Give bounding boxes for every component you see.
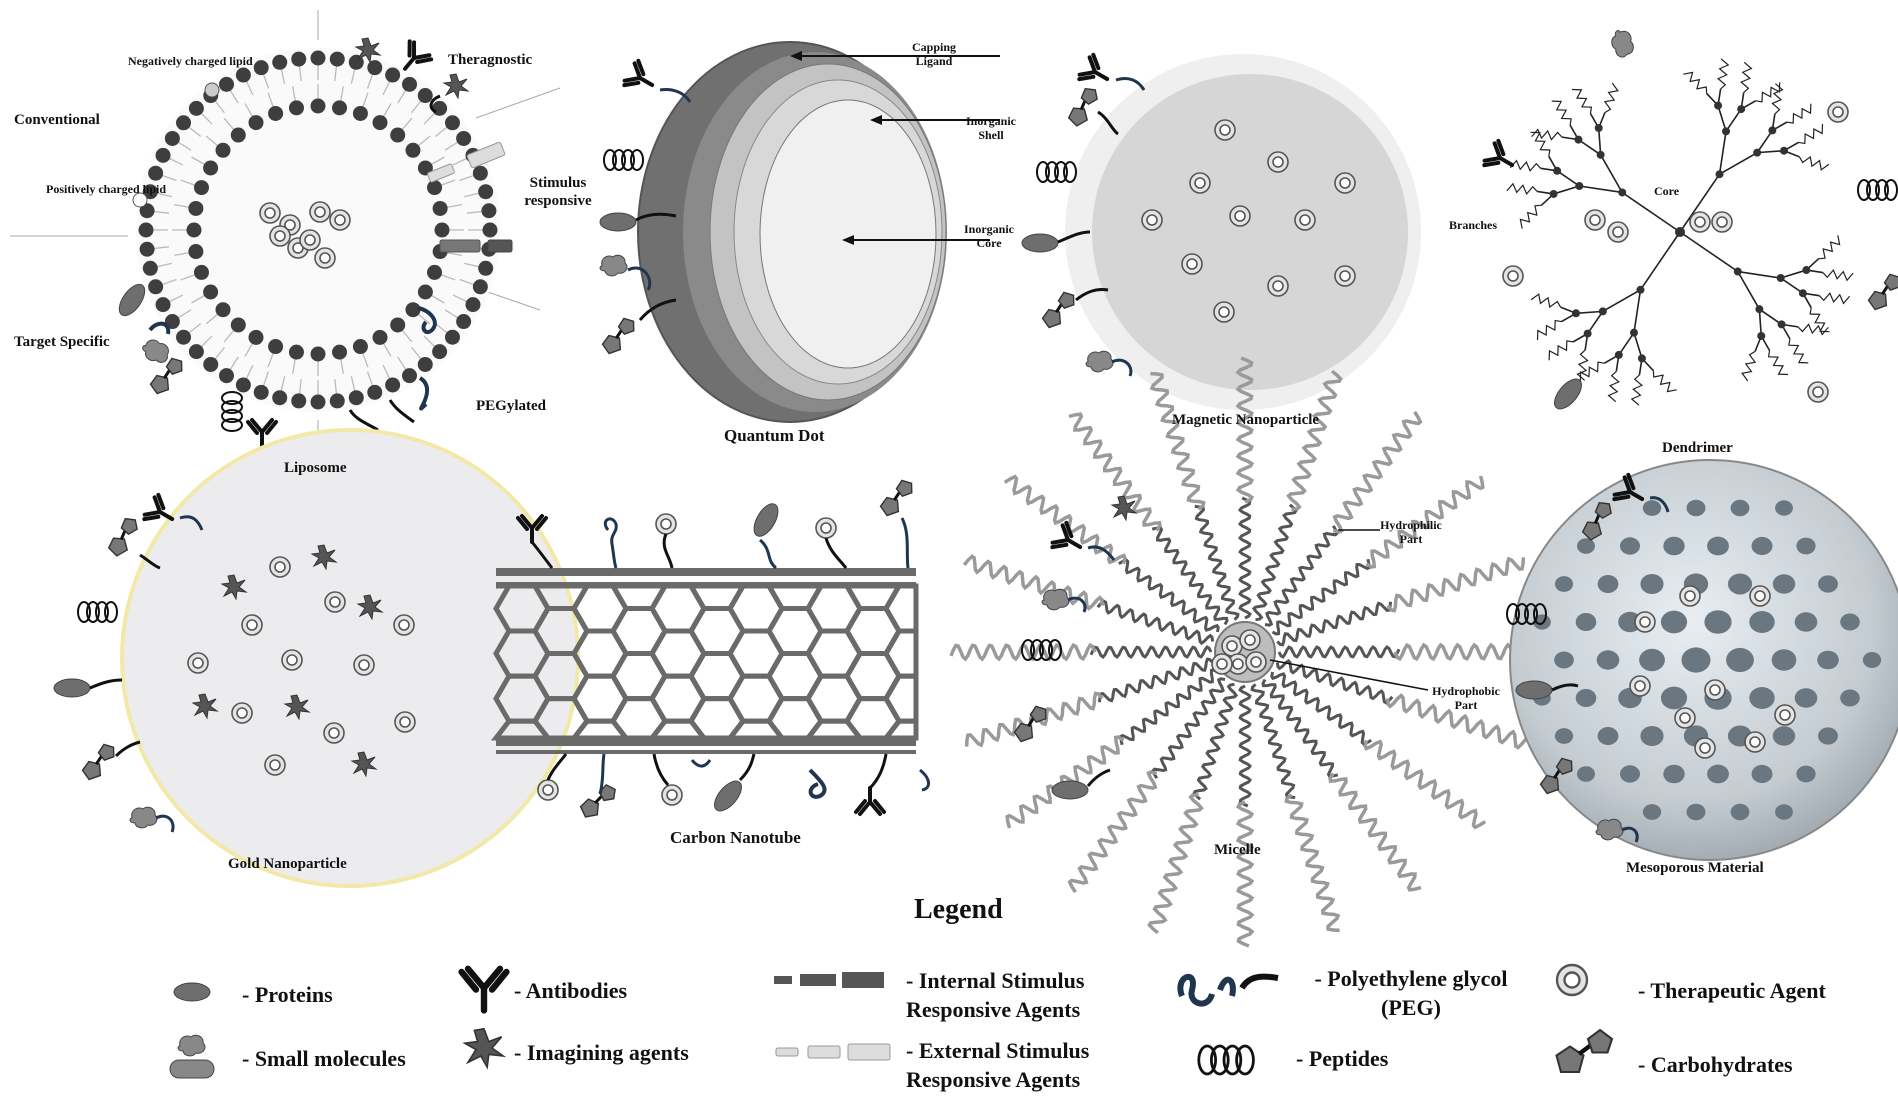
legend-small-molecules: - Small molecules xyxy=(242,1046,406,1071)
legend-peg-icon xyxy=(1177,973,1279,1007)
label-hydrophobic-part: Hydrophobic Part xyxy=(1432,684,1500,712)
legend-antibodies: - Antibodies xyxy=(514,978,628,1003)
legend-external-stimulus: - External Stimulus Responsive Agents xyxy=(906,1038,1090,1092)
caption-quantum-dot: Quantum Dot xyxy=(724,426,825,445)
legend-title: Legend xyxy=(914,894,1003,925)
label-stimulus-responsive: Stimulus responsive xyxy=(524,175,592,209)
legend-peg: - Polyethylene glycol (PEG) xyxy=(1314,966,1508,1020)
label-inorganic-core: Inorganic Core xyxy=(963,222,1014,250)
legend-carbohydrates: - Carbohydrates xyxy=(1638,1052,1793,1077)
legend-peptide-icon xyxy=(1197,1044,1255,1076)
liposome-panel xyxy=(10,10,561,448)
caption-liposome: Liposome xyxy=(284,460,347,476)
label-target-specific: Target Specific xyxy=(14,334,110,350)
legend-antibody-icon xyxy=(462,969,507,1011)
label-inorganic-shell: Inorganic Shell xyxy=(965,114,1016,142)
dendrimer-panel xyxy=(1480,27,1898,415)
micelle-panel xyxy=(949,356,1541,948)
magnetic-nanoparticle-panel xyxy=(1021,51,1421,410)
label-dendrimer-branches: Branches xyxy=(1449,218,1497,232)
legend-carbohydrate-icon xyxy=(1557,1030,1613,1072)
caption-magnetic-nanoparticle: Magnetic Nanoparticle xyxy=(1172,412,1320,428)
carbon-nanotube-panel xyxy=(490,476,930,819)
gold-nanoparticle-panel xyxy=(53,428,580,888)
quantum-dot-panel xyxy=(595,41,1000,423)
legend-protein-icon xyxy=(173,982,211,1002)
legend-internal-stimulus-icon xyxy=(774,972,884,988)
caption-mesoporous-material: Mesoporous Material xyxy=(1626,860,1764,876)
caption-carbon-nanotube: Carbon Nanotube xyxy=(670,828,801,847)
legend-symbols xyxy=(169,963,1613,1079)
label-neg-lipid: Negatively charged lipid xyxy=(128,54,253,68)
legend-imaging-icon xyxy=(463,1028,505,1068)
legend-therapeutic-icon xyxy=(1555,963,1589,997)
label-conventional: Conventional xyxy=(14,112,100,128)
legend-internal-stimulus: - Internal Stimulus Responsive Agents xyxy=(906,968,1085,1022)
legend-peptides: - Peptides xyxy=(1296,1046,1389,1071)
legend-imaging-agents: - Imagining agents xyxy=(514,1040,689,1065)
legend-therapeutic-agent: - Therapeutic Agent xyxy=(1638,978,1826,1003)
label-dendrimer-core: Core xyxy=(1654,184,1680,198)
label-theragnostic: Theragnostic xyxy=(448,52,533,68)
mesoporous-panel xyxy=(1506,459,1898,861)
label-capping-ligand: Capping Ligand xyxy=(911,40,957,68)
caption-micelle: Micelle xyxy=(1214,842,1261,858)
legend-external-stimulus-icon xyxy=(775,1043,891,1061)
label-pos-lipid: Positively charged lipid xyxy=(46,182,166,196)
label-pegylated: PEGylated xyxy=(476,398,546,414)
caption-gold-nanoparticle: Gold Nanoparticle xyxy=(228,856,347,872)
caption-dendrimer: Dendrimer xyxy=(1662,440,1733,456)
legend-proteins: - Proteins xyxy=(242,982,333,1007)
label-hydrophilic-part: Hydrophilic Part xyxy=(1380,518,1442,546)
legend-smallmol-icon xyxy=(169,1034,215,1079)
